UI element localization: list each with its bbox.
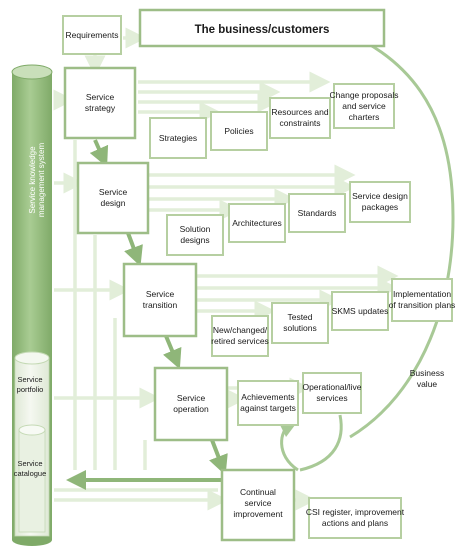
resources-label-2: constraints [279,118,320,128]
transition-label-2: transition [143,300,178,310]
policies-box: Policies [210,111,268,151]
business-customers-box: The business/customers [138,8,386,48]
resources-constraints-box: Resources and constraints [269,97,331,139]
requirements-label: Requirements [66,30,119,40]
service-portfolio-label-2: portfolio [17,385,44,394]
change-label-3: charters [349,112,380,122]
business-customers-label: The business/customers [195,24,330,36]
csireg-label-1: CSI register, improvement [306,507,405,517]
change-label-2: and service [342,101,386,111]
business-value-label: Business value [410,368,445,389]
service-catalogue-cylinder: Service catalogue [14,424,47,533]
oplive-label-2: services [316,393,347,403]
operation-label-2: operation [173,404,209,414]
achievements-label-1: Achievements [241,392,294,402]
tested-label-1: Tested [287,312,312,322]
csi-label-3: improvement [233,509,283,519]
design-label-2: design [100,198,125,208]
solution-label-2: designs [180,235,209,245]
impl-label-2: of transition plans [389,300,456,310]
design-label-1: Service [99,187,128,197]
csireg-label-2: actions and plans [322,518,388,528]
skms-updates-box: SKMS updates [331,291,389,331]
business-value-loop [277,27,455,472]
service-catalogue-label-1: Service [17,459,42,468]
service-design-box: Service design [76,161,150,235]
strategy-label-1: Service [86,92,115,102]
sdp-label-1: Service design [352,191,408,201]
service-strategy-box: Service strategy [63,66,137,140]
newchanged-label-1: New/changed/ [213,325,268,335]
connector-flows [53,27,399,511]
csi-register-box: CSI register, improvement actions and pl… [306,497,405,539]
achievements-label-2: against targets [240,403,296,413]
change-label-1: Change proposals [330,90,399,100]
policies-label: Policies [224,126,253,136]
business-value-label-2: value [417,379,438,389]
lifecycle-flows [66,139,228,490]
new-changed-retired-box: New/changed/ retired services [211,315,269,357]
skms-updates-label: SKMS updates [332,306,389,316]
solution-designs-box: Solution designs [166,214,224,256]
service-design-packages-box: Service design packages [349,181,411,223]
achievements-box: Achievements against targets [237,380,299,426]
architectures-box: Architectures [228,203,286,243]
strategy-label-2: strategy [85,103,116,113]
newchanged-label-2: retired services [211,336,269,346]
tested-solutions-box: Tested solutions [271,302,329,344]
strategies-label: Strategies [159,133,197,143]
csi-box: Continual service improvement [220,468,296,542]
service-operation-box: Service operation [153,366,229,442]
transition-label-1: Service [146,289,175,299]
operational-live-box: Operational/live services [302,372,362,414]
business-value-label-1: Business [410,368,445,378]
tested-label-2: solutions [283,323,317,333]
solution-label-1: Solution [180,224,211,234]
service-transition-box: Service transition [122,262,198,338]
resources-label-1: Resources and [271,107,328,117]
implementation-box: Implementation of transition plans [389,278,456,322]
operation-label-1: Service [177,393,206,403]
skms-label-2: management system [37,143,46,218]
service-catalogue-label-2: catalogue [14,469,47,478]
strategies-box: Strategies [149,117,207,159]
sdp-label-2: packages [362,202,398,212]
standards-label: Standards [298,208,337,218]
csi-label-2: service [245,498,272,508]
service-portfolio-label-1: Service [17,375,42,384]
impl-label-1: Implementation [393,289,451,299]
change-proposals-box: Change proposals and service charters [330,83,399,129]
architectures-label: Architectures [232,218,282,228]
oplive-label-1: Operational/live [302,382,361,392]
csi-label-1: Continual [240,487,276,497]
skms-label-1: Service knowledge [28,146,37,214]
standards-box: Standards [288,193,346,233]
requirements-box: Requirements [62,15,122,55]
